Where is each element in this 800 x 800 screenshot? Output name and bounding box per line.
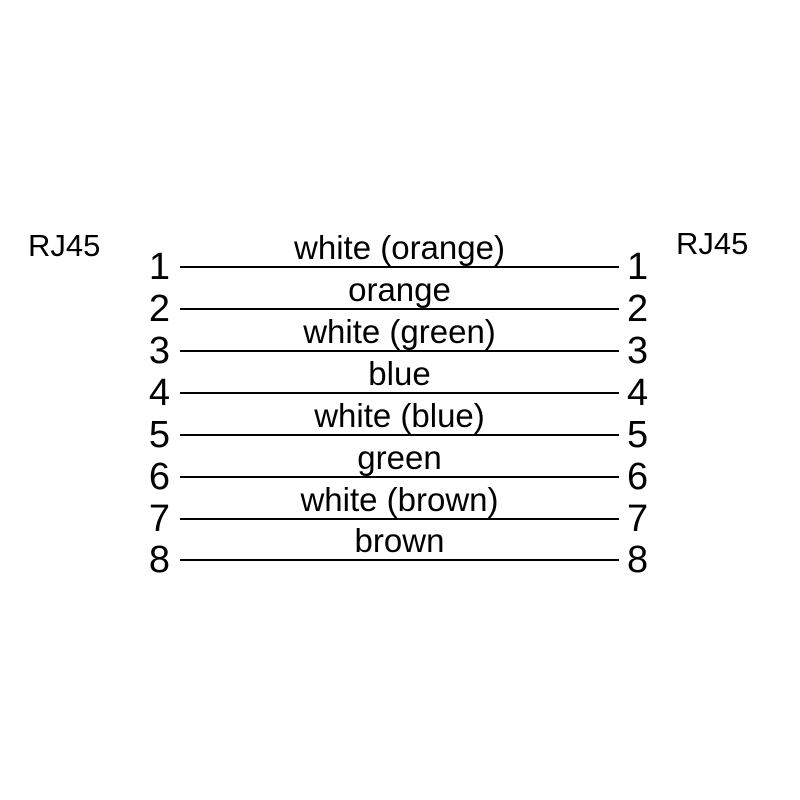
right-pin-number: 3 (627, 330, 649, 372)
wire-color-label: white (orange) (294, 229, 505, 267)
wire-color-label: brown (354, 522, 445, 560)
wire-color-label: orange (348, 271, 451, 309)
right-pin-number: 1 (627, 246, 649, 288)
left-pin-number: 7 (148, 498, 170, 540)
right-pin-number: 8 (627, 539, 649, 581)
wire-line (180, 518, 619, 520)
wire-color-label: white (green) (303, 313, 496, 351)
wire-line (180, 350, 619, 352)
wire-line (180, 476, 619, 478)
left-pin-number: 3 (148, 330, 170, 372)
left-pin-number: 6 (148, 456, 170, 498)
right-pin-number: 5 (627, 414, 649, 456)
wire-line (180, 559, 619, 561)
left-pin-number: 1 (148, 246, 170, 288)
left-pin-number: 4 (148, 372, 170, 414)
wire-line (180, 266, 619, 268)
wire-color-label: white (brown) (300, 481, 499, 519)
right-connector-label: RJ45 (676, 226, 749, 261)
wire-color-label: blue (368, 355, 431, 393)
left-connector-label: RJ45 (28, 228, 101, 263)
wire-color-label: white (blue) (314, 397, 485, 435)
wire-color-label: green (357, 439, 442, 477)
right-pin-number: 7 (627, 498, 649, 540)
left-pin-number: 5 (148, 414, 170, 456)
left-pin-number: 8 (148, 539, 170, 581)
left-pin-number: 2 (148, 288, 170, 330)
wire-line (180, 308, 619, 310)
right-pin-number: 6 (627, 456, 649, 498)
right-pin-number: 2 (627, 288, 649, 330)
wire-line (180, 392, 619, 394)
right-pin-number: 4 (627, 372, 649, 414)
wire-line (180, 434, 619, 436)
